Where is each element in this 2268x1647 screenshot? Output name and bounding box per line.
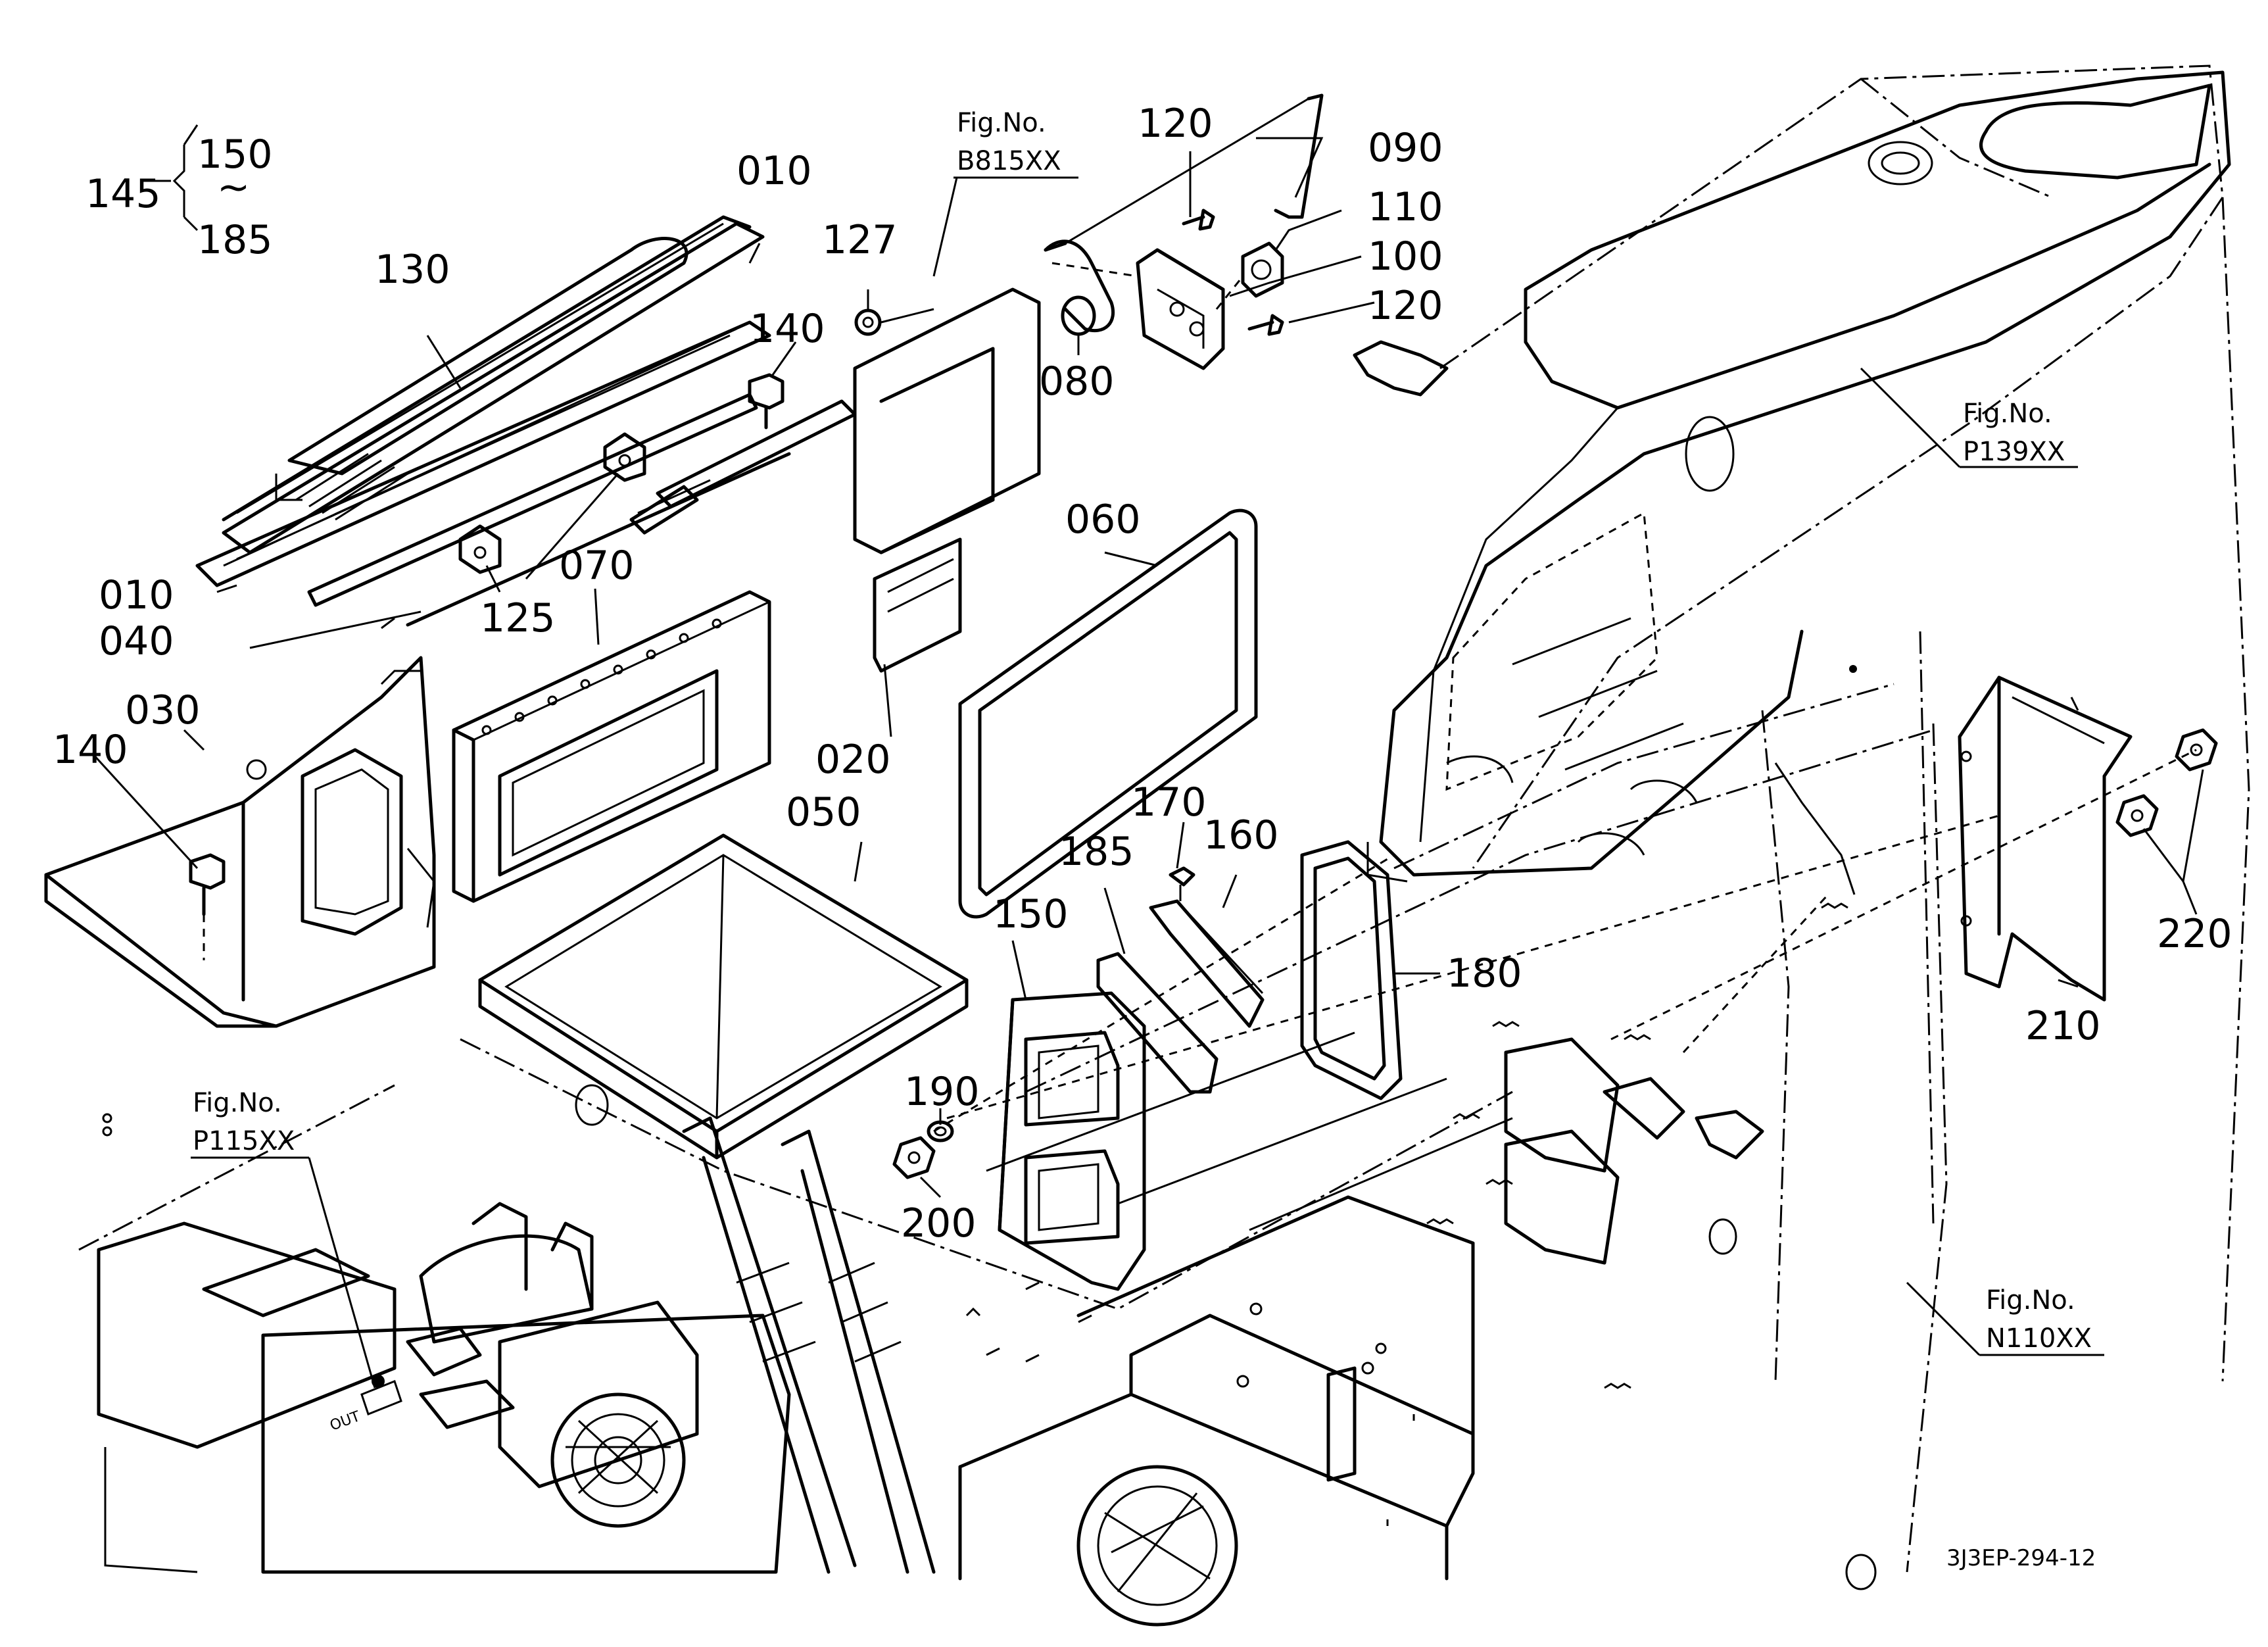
callout-210: 210 <box>2025 1003 2101 1049</box>
tray-050 <box>478 833 969 1160</box>
pipe-frame-center <box>682 1116 936 1574</box>
figure-reference-p115: Fig.No. P115XX <box>193 1088 295 1156</box>
callout-140-left: 140 <box>53 727 128 773</box>
group-145-label: 145 150 ~ 185 <box>85 132 273 263</box>
callout-170: 170 <box>1131 779 1207 825</box>
bracket-210 <box>1958 676 2133 1002</box>
callout-190: 190 <box>904 1069 980 1115</box>
callout-130: 130 <box>375 247 450 293</box>
callout-030: 030 <box>125 687 201 733</box>
nut-200 <box>892 1136 936 1179</box>
leader-lines <box>91 124 2204 1389</box>
figure-reference-b815: Fig.No. B815XX <box>957 108 1061 176</box>
group-145-to: 185 <box>197 217 273 263</box>
callout-050: 050 <box>786 789 861 835</box>
clip-125 <box>458 432 646 574</box>
fig-ref-number: P115XX <box>193 1126 295 1156</box>
fig-ref-title: Fig.No. <box>1963 399 2052 429</box>
blower-housing <box>958 1195 1475 1627</box>
housing-150 <box>998 991 1146 1291</box>
filter-case-030 <box>44 656 436 1028</box>
springs <box>1426 902 1848 1389</box>
duct-020 <box>629 287 1041 673</box>
filter-element-070 <box>452 590 771 903</box>
callout-020: 020 <box>815 737 891 783</box>
actuator-100 <box>1136 248 1225 370</box>
fig-ref-title: Fig.No. <box>1986 1285 2075 1315</box>
figure-reference-p139: Fig.No. P139XX <box>1963 399 2065 467</box>
embossed-out-text: OUT <box>328 1408 363 1435</box>
heater-unit-lower: OUT <box>97 1202 791 1574</box>
figure-reference-n110: Fig.No. N110XX <box>1986 1285 2092 1354</box>
bolt-140 <box>189 853 226 960</box>
callout-010: 010 <box>736 148 812 194</box>
callout-125: 125 <box>480 595 556 641</box>
callout-120: 120 <box>1138 101 1213 147</box>
callout-080: 080 <box>1039 358 1115 405</box>
callout-185: 185 <box>1059 829 1134 875</box>
side-cover-panel <box>1366 70 2231 895</box>
callout-180: 180 <box>1447 950 1522 996</box>
fig-ref-title: Fig.No. <box>957 108 1046 138</box>
callout-labels: 010 130 127 140 120 090 110 100 120 080 … <box>53 101 2232 1246</box>
plate-185 <box>1096 952 1218 1094</box>
callout-160: 160 <box>1203 812 1279 858</box>
callout-040: 040 <box>99 618 174 664</box>
drawing-code: 3J3EP-294-12 <box>1946 1545 2096 1571</box>
cab-frame-outline <box>78 64 2250 1573</box>
air-filter-010 <box>195 320 771 607</box>
callout-127: 127 <box>822 217 898 263</box>
callout-010-lower: 010 <box>99 572 174 618</box>
lever-080 <box>1044 239 1115 336</box>
group-145-tilde: ~ <box>217 164 250 210</box>
filter-frame-130 <box>222 215 765 554</box>
callout-060: 060 <box>1065 497 1141 543</box>
bracket-small <box>1353 340 1449 397</box>
callout-150: 150 <box>993 891 1069 937</box>
filter-rod-040 <box>381 452 791 629</box>
door-160 <box>1149 899 1265 1028</box>
callout-070: 070 <box>559 543 635 589</box>
seal-180 <box>1300 840 1403 1100</box>
nut-220 <box>2115 728 2218 837</box>
screw-170 <box>1169 866 1195 901</box>
assembly-guide-lines <box>933 262 2197 1133</box>
cover-plates <box>1504 1037 1764 1265</box>
callout-110: 110 <box>1368 184 1443 230</box>
pointer-arrows <box>965 1281 1092 1363</box>
callout-140: 140 <box>750 306 825 352</box>
gear-110 <box>1241 241 1284 298</box>
fig-ref-number: B815XX <box>957 146 1061 176</box>
callout-100: 100 <box>1368 234 1443 280</box>
fig-ref-number: P139XX <box>1963 437 2065 467</box>
callout-120-lower: 120 <box>1368 283 1443 329</box>
washer-190 <box>927 1120 954 1143</box>
floor-panel-lines <box>102 617 1877 1590</box>
bolt-140-top <box>748 373 784 430</box>
screw-120 <box>1182 209 1284 336</box>
link-rod-090 <box>1065 93 1324 245</box>
callout-220: 220 <box>2157 911 2232 957</box>
group-145-id: 145 <box>85 171 161 217</box>
fig-ref-number: N110XX <box>1986 1323 2092 1354</box>
callout-200: 200 <box>901 1200 977 1246</box>
callout-090: 090 <box>1368 125 1443 171</box>
group-145-from: 150 <box>197 132 273 178</box>
grommet-127 <box>854 308 934 336</box>
gasket-060 <box>958 508 1258 919</box>
fig-ref-title: Fig.No. <box>193 1088 282 1118</box>
